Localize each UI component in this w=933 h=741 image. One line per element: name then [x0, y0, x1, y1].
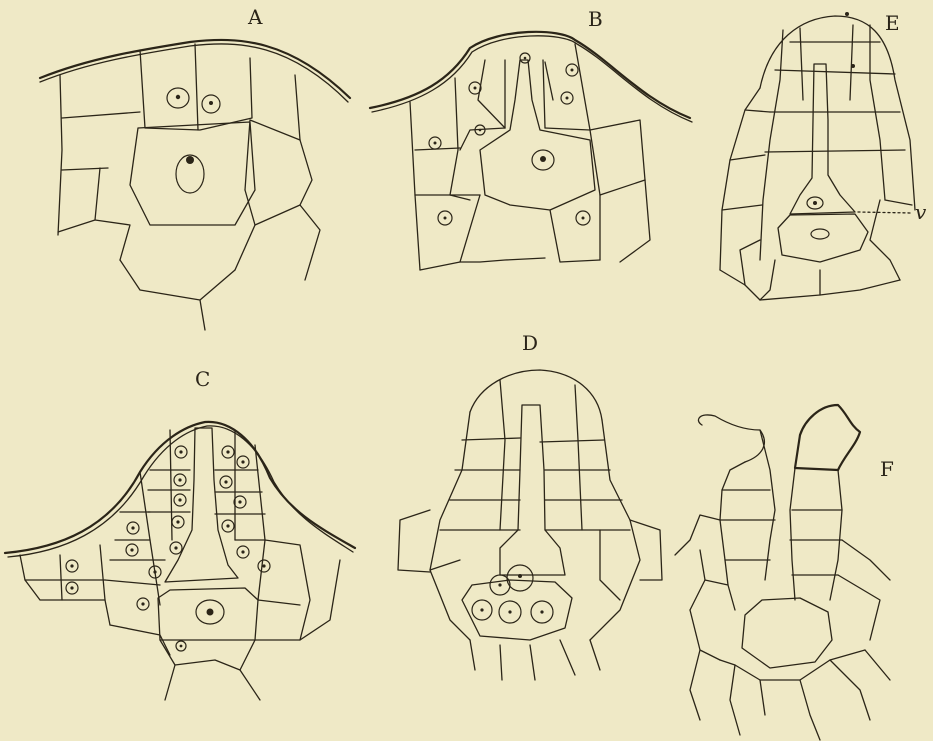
figure-a-central-cell	[130, 122, 255, 225]
figure-f-cells	[675, 405, 890, 740]
figure-d-canal	[500, 405, 565, 575]
figure-b-nuclei	[429, 53, 590, 225]
figure-c: C	[5, 367, 355, 700]
figure-e-canal	[790, 64, 855, 214]
figure-d-egg-cell	[462, 580, 572, 640]
figure-label-f: F	[880, 457, 894, 481]
figure-d-nuclei	[472, 565, 553, 623]
figure-e: E	[720, 11, 927, 300]
figure-f-egg-cell	[742, 598, 832, 668]
figure-label-b: B	[588, 7, 603, 31]
figure-a-cells	[40, 40, 350, 330]
figure-a: A	[40, 5, 350, 330]
figure-e-nuclei	[807, 12, 855, 239]
figure-e-basal-cell	[778, 214, 868, 262]
figure-b: B	[370, 7, 692, 270]
figure-b-central-cell	[480, 60, 595, 210]
figure-a-nuclei	[167, 88, 220, 193]
figure-label-e: E	[885, 11, 900, 35]
figure-label-a: A	[247, 5, 263, 29]
figure-e-cells	[720, 16, 915, 300]
figure-f: F	[675, 405, 894, 740]
figure-b-cells	[370, 32, 692, 270]
figure-d-cells	[398, 370, 662, 680]
figure-a-apical-cells	[140, 44, 252, 130]
figure-c-nuclei	[66, 446, 270, 651]
figure-label-c: C	[195, 367, 210, 391]
figure-e-pointer-line	[858, 212, 912, 213]
figure-e-annotation-v: v	[915, 200, 927, 224]
figure-d: D	[398, 331, 662, 680]
figure-label-d: D	[522, 331, 538, 355]
figure-c-cells	[5, 422, 355, 700]
